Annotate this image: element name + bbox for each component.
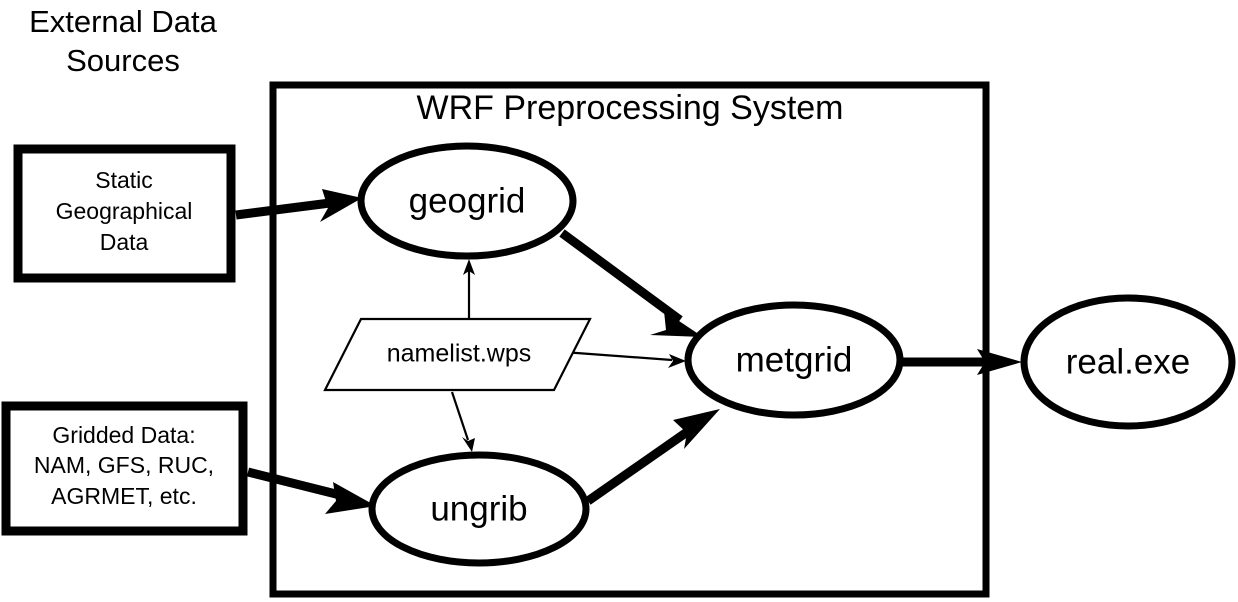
edge-namelist-to-geogrid	[463, 259, 475, 320]
edge-namelist-to-ungrib	[450, 391, 475, 452]
node-namelist-wps-label: namelist.wps	[387, 340, 532, 368]
external-sources-heading-line1: External Data	[29, 4, 218, 39]
static-box-line3: Data	[100, 229, 149, 255]
gridded-box-line3: AGRMET, etc.	[51, 483, 197, 509]
node-metgrid: metgrid	[684, 301, 904, 419]
node-real-exe: real.exe	[1020, 294, 1236, 430]
edge-gridded-to-ungrib	[246, 467, 376, 514]
static-box-line2: Geographical	[56, 198, 193, 224]
static-geographical-data-box: Static Geographical Data	[13, 144, 236, 283]
wps-container-frame	[269, 81, 990, 598]
node-geogrid: geogrid	[357, 142, 577, 260]
node-ungrib-label: ungrib	[430, 489, 527, 528]
edge-metgrid-to-real	[902, 349, 1022, 375]
static-box-line1: Static	[95, 167, 153, 193]
node-namelist-wps: namelist.wps	[323, 317, 592, 392]
edge-namelist-to-metgrid	[562, 350, 686, 368]
node-real-exe-label: real.exe	[1066, 342, 1191, 381]
wps-title: WRF Preprocessing System	[417, 89, 844, 127]
edge-geogrid-to-metgrid	[559, 229, 703, 337]
node-geogrid-label: geogrid	[409, 181, 526, 220]
gridded-box-line1: Gridded Data:	[52, 422, 195, 448]
gridded-box-line2: NAM, GFS, RUC,	[34, 452, 214, 478]
node-metgrid-label: metgrid	[736, 340, 853, 379]
external-sources-heading-line2: Sources	[66, 43, 180, 78]
edge-ungrib-to-metgrid	[585, 409, 720, 505]
node-ungrib: ungrib	[368, 451, 590, 567]
gridded-data-box: Gridded Data: NAM, GFS, RUC, AGRMET, etc…	[1, 401, 248, 536]
edge-static-to-geogrid	[235, 189, 362, 222]
